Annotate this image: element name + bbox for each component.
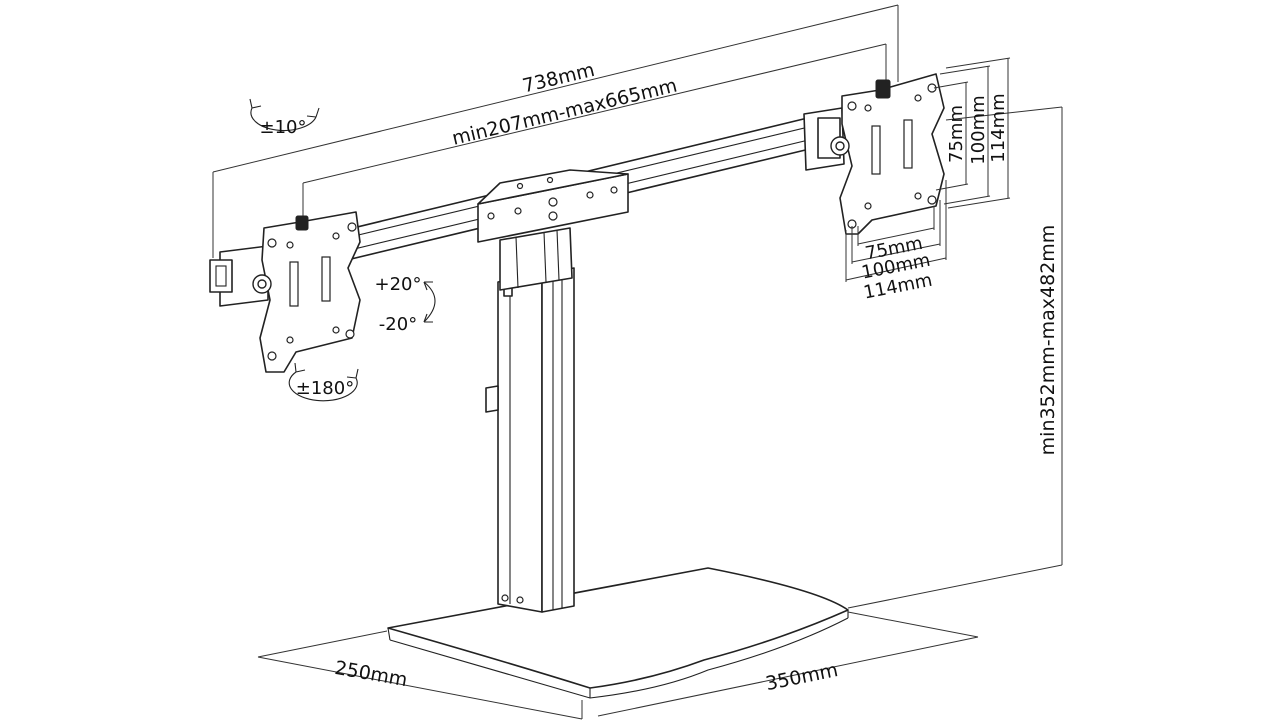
- base-plate: [387, 567, 849, 699]
- tilt-up-label: +20°: [375, 274, 422, 295]
- column: [485, 227, 575, 613]
- height-dimension: min352mm-max482mm: [847, 106, 1063, 609]
- vesa-vertical-dimensions: 75mm 100mm 114mm: [933, 57, 1011, 209]
- vesa-v-114-label: 114mm: [988, 93, 1009, 162]
- swivel-indicator: ±10°: [249, 98, 320, 138]
- total-width-label: 738mm: [520, 59, 596, 98]
- rotate-label: ±180°: [296, 378, 354, 399]
- base-width-label: 350mm: [764, 659, 840, 695]
- right-monitor-mount: [803, 73, 945, 235]
- height-label: min352mm-max482mm: [1037, 225, 1059, 456]
- center-clamp: [477, 169, 629, 243]
- tilt-down-label: -20°: [379, 314, 417, 335]
- swivel-label: ±10°: [260, 117, 307, 138]
- rotate-indicator: ±180°: [288, 362, 359, 402]
- vesa-v-100-label: 100mm: [968, 95, 989, 164]
- tilt-indicator: +20° -20°: [375, 274, 436, 335]
- base-depth-label: 250mm: [333, 657, 409, 691]
- vesa-v-75-label: 75mm: [946, 105, 967, 163]
- left-monitor-mount: [209, 211, 361, 373]
